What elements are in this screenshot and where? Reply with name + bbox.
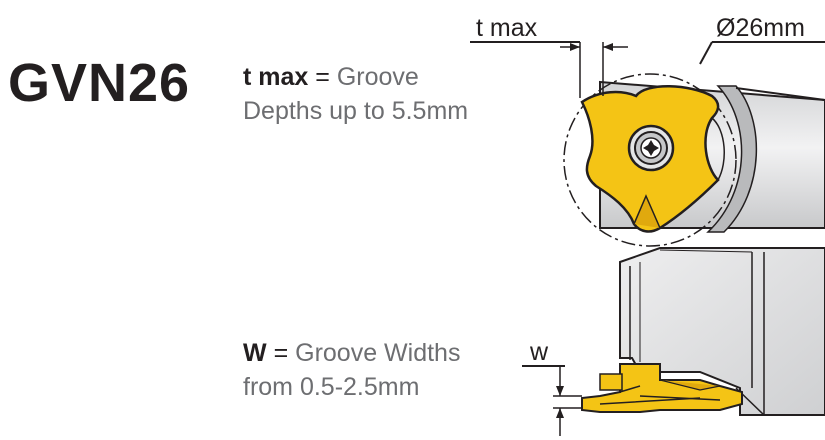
model-title: GVN26 [8, 53, 191, 113]
t-max-label: t max [476, 14, 538, 42]
groove-depth-spec: t max = Groove Depths up to 5.5mm [243, 60, 468, 128]
t-max-dimension: t max [470, 14, 628, 98]
groove-depth-line-1: t max = Groove [243, 60, 468, 94]
equals-sign: = [273, 339, 289, 367]
groove-depth-text: Groove [336, 63, 419, 91]
w-symbol: W [243, 339, 267, 367]
diameter-dimension: Ø26mm [699, 14, 825, 65]
t-max-symbol: t max [243, 63, 309, 91]
groove-depth-line-2: Depths up to 5.5mm [243, 97, 469, 125]
tool-holder-side-view [619, 247, 825, 416]
diameter-label: Ø26mm [716, 14, 805, 42]
diameter-reference-circle [563, 73, 737, 247]
torx-screw-icon [627, 124, 675, 172]
w-label: w [529, 338, 549, 366]
w-dimension: w [522, 338, 582, 436]
equals-sign: = [315, 63, 330, 91]
groove-width-text: Groove Widths [295, 339, 461, 367]
groove-width-spec: W = Groove Widths from 0.5-2.5mm [243, 336, 460, 404]
groove-width-line-1: W = Groove Widths [243, 336, 460, 370]
grooving-insert-side [581, 363, 743, 413]
groove-width-line-2: from 0.5-2.5mm [243, 373, 420, 401]
